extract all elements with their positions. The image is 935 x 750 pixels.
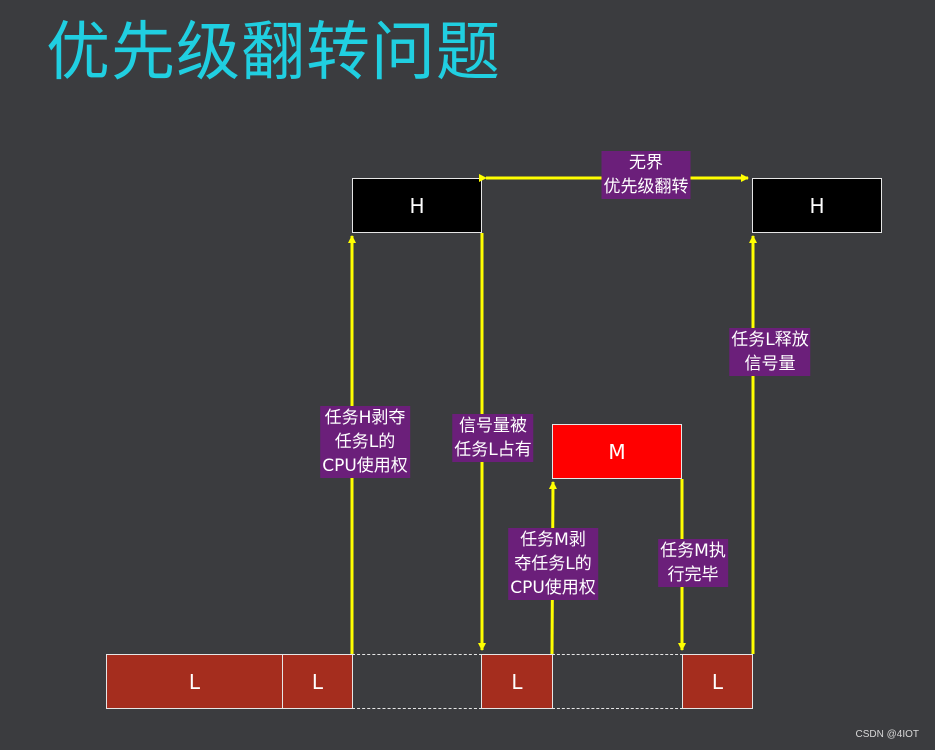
task-l-box-4: L: [682, 654, 753, 709]
page-title: 优先级翻转问题: [46, 16, 501, 90]
label-unbounded-inversion: 无界 优先级翻转: [601, 151, 691, 199]
label-h-preempt: 任务H剥夺 任务L的 CPU使用权: [320, 406, 410, 478]
label-unbounded-line-1: 无界: [629, 153, 663, 173]
label-sem-taken-line-2: 任务L占有: [454, 440, 532, 460]
label-sem-taken-line-1: 信号量被: [458, 416, 527, 436]
task-h-box-right: H: [752, 178, 882, 233]
label-m-preempt-line-1: 任务M剥: [520, 530, 586, 550]
label-m-preempt: 任务M剥 夺任务L的 CPU使用权: [508, 528, 598, 600]
label-h-preempt-line-3: CPU使用权: [322, 456, 408, 476]
label-h-preempt-line-1: 任务H剥夺: [324, 408, 406, 428]
label-unbounded-line-2: 优先级翻转: [603, 177, 689, 197]
label-l-release-line-1: 任务L释放: [731, 330, 809, 350]
label-m-preempt-line-2: 夺任务L的: [514, 554, 592, 574]
label-m-done-line-2: 行完毕: [667, 565, 719, 585]
label-l-release: 任务L释放 信号量: [729, 328, 811, 376]
task-l-box-3: L: [481, 654, 553, 709]
task-m-box: M: [552, 424, 682, 479]
task-h-box-left: H: [352, 178, 482, 233]
label-m-preempt-line-3: CPU使用权: [510, 578, 596, 598]
watermark: CSDN @4IOT: [855, 729, 920, 740]
label-l-release-line-2: 信号量: [744, 354, 796, 374]
label-h-preempt-line-2: 任务L的: [334, 432, 396, 452]
label-m-done: 任务M执 行完毕: [658, 539, 728, 587]
label-semaphore-taken: 信号量被 任务L占有: [452, 414, 534, 462]
task-l-box-2: L: [282, 654, 353, 709]
label-m-done-line-1: 任务M执: [660, 541, 726, 561]
